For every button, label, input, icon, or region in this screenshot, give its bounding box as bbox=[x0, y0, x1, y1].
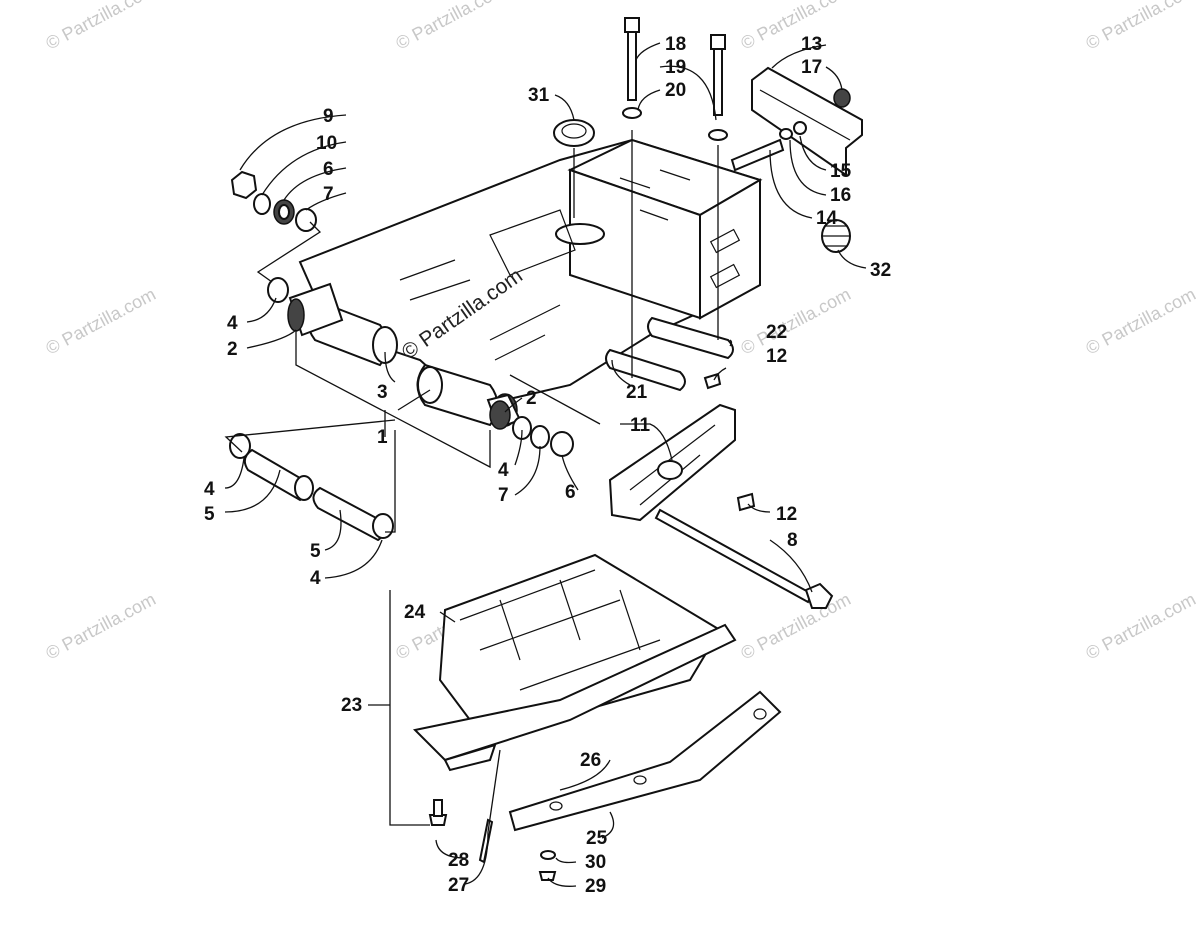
watermark: © Partzilla.com bbox=[1082, 284, 1198, 359]
watermark: © Partzilla.com bbox=[737, 284, 853, 359]
callout-label[interactable]: 27 bbox=[448, 875, 469, 896]
callout-label[interactable]: 16 bbox=[830, 185, 851, 206]
callout-label[interactable]: 26 bbox=[580, 750, 601, 771]
idler-bracket bbox=[608, 403, 736, 522]
callout-label[interactable]: 2 bbox=[227, 339, 238, 360]
callout-label[interactable]: 5 bbox=[310, 541, 321, 562]
callout-label[interactable]: 21 bbox=[626, 382, 648, 403]
callout-label[interactable]: 22 bbox=[766, 322, 787, 343]
callout-label[interactable]: 13 bbox=[801, 34, 822, 55]
left-bushings bbox=[267, 277, 344, 337]
rubber-bumper bbox=[821, 219, 851, 253]
callout-label[interactable]: 20 bbox=[665, 80, 686, 101]
callout-label[interactable]: 29 bbox=[585, 876, 606, 897]
callout-label[interactable]: 31 bbox=[528, 85, 550, 106]
callout-label[interactable]: 24 bbox=[404, 602, 426, 623]
pivot-pins bbox=[229, 433, 394, 542]
callout-label[interactable]: 23 bbox=[341, 695, 362, 716]
link-plates bbox=[605, 316, 734, 392]
callout-label[interactable]: 30 bbox=[585, 852, 606, 873]
watermark: © Partzilla.com bbox=[42, 284, 158, 359]
callout-label[interactable]: 14 bbox=[816, 208, 838, 229]
callout-label[interactable]: 12 bbox=[766, 346, 787, 367]
callout-label[interactable]: 7 bbox=[323, 184, 334, 205]
callout-label[interactable]: 11 bbox=[630, 415, 651, 436]
leader-lines bbox=[224, 42, 867, 887]
callout-label[interactable]: 4 bbox=[310, 568, 321, 589]
watermark: © Partzilla.com bbox=[42, 0, 158, 54]
callout-labels: 9 10 6 7 4 2 3 1 2 4 7 6 4 5 5 4 11 12 2… bbox=[204, 34, 891, 897]
callout-label[interactable]: 17 bbox=[801, 57, 822, 78]
callout-label[interactable]: 1 bbox=[377, 427, 388, 448]
callout-label[interactable]: 28 bbox=[448, 850, 469, 871]
callout-label[interactable]: 19 bbox=[665, 57, 686, 78]
slide-base bbox=[412, 623, 737, 772]
callout-label[interactable]: 4 bbox=[498, 460, 509, 481]
callout-label[interactable]: 10 bbox=[316, 133, 337, 154]
swing-arm-frame bbox=[298, 138, 763, 427]
callout-label[interactable]: 18 bbox=[665, 34, 686, 55]
right-bushing-stack bbox=[486, 393, 574, 457]
long-axle-bolt bbox=[654, 508, 834, 609]
nut bbox=[230, 170, 258, 200]
watermark: © Partzilla.com bbox=[392, 0, 508, 54]
watermark: © Partzilla.com bbox=[1082, 0, 1198, 54]
wear-strip bbox=[508, 690, 782, 832]
callout-label[interactable]: 8 bbox=[787, 530, 798, 551]
watermark: © Partzilla.com bbox=[737, 0, 853, 54]
callout-label[interactable]: 4 bbox=[204, 479, 215, 500]
top-bolts bbox=[622, 17, 728, 141]
callout-label[interactable]: 6 bbox=[323, 159, 334, 180]
callout-label[interactable]: 4 bbox=[227, 313, 238, 334]
rail-bracket bbox=[730, 66, 863, 177]
slide-fasteners bbox=[428, 799, 557, 881]
frame-hole bbox=[555, 223, 605, 245]
callout-label[interactable]: 5 bbox=[204, 504, 215, 525]
callout-label[interactable]: 3 bbox=[377, 382, 388, 403]
callout-label[interactable]: 6 bbox=[565, 482, 576, 503]
watermark: © Partzilla.com bbox=[737, 589, 853, 664]
callout-label[interactable]: 12 bbox=[776, 504, 797, 525]
callout-label[interactable]: 7 bbox=[498, 485, 509, 506]
watermark: © Partzilla.com bbox=[1082, 589, 1198, 664]
upper-hardware-stack bbox=[230, 170, 317, 232]
callout-label[interactable]: 2 bbox=[526, 388, 537, 409]
callout-label[interactable]: 32 bbox=[870, 260, 891, 281]
callout-label[interactable]: 25 bbox=[586, 828, 608, 849]
watermark: © Partzilla.com bbox=[42, 589, 158, 664]
callout-label[interactable]: 15 bbox=[830, 161, 852, 182]
callout-label[interactable]: 9 bbox=[323, 106, 334, 127]
